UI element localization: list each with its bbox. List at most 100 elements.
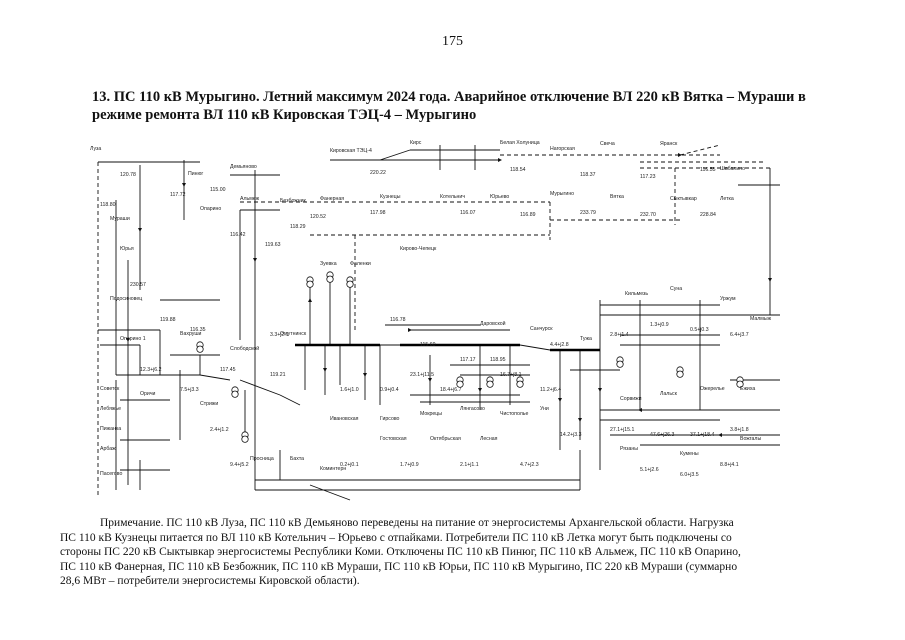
flow-value-label: 118.54: [510, 167, 526, 173]
substation-label: Просница: [250, 456, 274, 462]
flow-value-label: 118.29: [290, 224, 306, 230]
flow-value-label: 117.98: [370, 210, 386, 216]
substation-label: Даровской: [480, 320, 506, 327]
substation-label: Уржум: [720, 296, 736, 302]
substation-label: Лянгасово: [460, 406, 485, 412]
flow-arrow: [498, 158, 502, 162]
substation-label: Фаленки: [350, 261, 371, 267]
flow-value-label: 117.45: [220, 367, 236, 373]
flow-value-label: 16.7+j8.1: [500, 372, 522, 378]
transformer-winding: [456, 380, 464, 388]
transformer-winding: [616, 360, 624, 368]
substation-label: Стрижи: [200, 401, 218, 407]
flow-value-label: 120.52: [310, 214, 326, 220]
grid-schematic-diagram: ЛузаДемьяновоПинюгМурашиЮрьяОпариноАльме…: [90, 140, 780, 501]
transformer-winding: [346, 280, 354, 288]
substation-label: Слободской: [230, 345, 259, 352]
transformer-winding: [196, 345, 204, 353]
substation-label: Зуевка: [320, 261, 337, 267]
flow-arrow: [638, 408, 642, 412]
substation-label: Кирс: [410, 140, 422, 146]
substation-label: Рязаны: [620, 446, 638, 452]
substation-label: Ивановская: [330, 416, 359, 422]
substation-label: Ежиха: [740, 386, 755, 392]
transformer-winding: [516, 380, 524, 388]
flow-value-label: 12.3+j6.2: [140, 367, 162, 373]
flow-arrow: [768, 278, 772, 282]
flow-value-label: 116.89: [520, 212, 536, 218]
substation-label: Безбожник: [280, 198, 307, 204]
flow-arrow: [718, 433, 722, 437]
substation-label: Сыктывкар: [670, 196, 697, 202]
transformer-winding: [306, 280, 314, 288]
transformer-winding: [241, 435, 249, 443]
substation-label: Лебяжье: [100, 406, 121, 412]
line: [519, 344, 551, 351]
flow-value-label: 5.1+j2.6: [640, 467, 659, 473]
line: [239, 379, 281, 396]
flow-value-label: 220.22: [370, 170, 386, 176]
flow-value-label: 47.6+j26.3: [650, 432, 674, 438]
flow-value-label: 1.6+j1.0: [340, 387, 359, 393]
flow-value-label: 6.0+j3.5: [680, 472, 699, 478]
substation-label: Уни: [540, 406, 549, 412]
flow-value-label: 230.57: [130, 282, 146, 288]
flow-value-label: 228.84: [700, 212, 716, 218]
substation-label: Пасегово: [100, 471, 122, 477]
transformer-winding: [231, 390, 239, 398]
line: [309, 484, 351, 501]
flow-value-label: 8.8+j4.1: [720, 462, 739, 468]
substation-label: Юрья: [120, 246, 134, 252]
flow-arrow: [308, 298, 312, 302]
substation-label: Кировская ТЭЦ-4: [330, 148, 372, 154]
substation-label: Кузнецы: [380, 194, 401, 200]
flow-arrow: [558, 398, 562, 402]
substation-label: Опарино 1: [120, 336, 146, 342]
transformer-winding: [326, 275, 334, 283]
flow-value-label: 116.55: [700, 167, 716, 173]
substation-label: Кумены: [680, 451, 699, 457]
flow-value-label: 3.3+j2.1: [270, 332, 289, 338]
flow-arrow: [182, 183, 186, 187]
substation-label: Бахта: [290, 456, 304, 462]
note-line-5: 28,6 МВт – потребители энергосистемы Кир…: [60, 575, 360, 587]
substation-label: Альмеж: [240, 196, 260, 202]
substation-label: Оричи: [140, 391, 156, 397]
substation-label: Советск: [100, 386, 120, 392]
page-number: 175: [442, 34, 463, 49]
schematic-wires: [97, 144, 780, 501]
flow-arrow: [126, 338, 130, 342]
substation-label: Санчурск: [530, 326, 553, 332]
transformer-winding: [736, 380, 744, 388]
substation-label: Подосиновец: [110, 296, 142, 302]
substation-label: Опарино: [200, 206, 221, 212]
substation-label: Мураши: [110, 216, 130, 222]
flow-arrow: [578, 418, 582, 422]
note-line-3: стороны ПС 220 кВ Сыктывкар энергосистем…: [60, 546, 741, 558]
flow-arrow: [323, 368, 327, 372]
flow-value-label: 115.00: [210, 187, 226, 193]
flow-arrow: [598, 388, 602, 392]
substation-label: Сорвижи: [620, 396, 642, 402]
flow-arrow: [363, 373, 367, 377]
flow-arrow: [428, 378, 432, 382]
flow-value-label: 23.1+j11.5: [410, 372, 434, 378]
flow-value-label: 3.8+j1.8: [730, 427, 749, 433]
flow-value-label: 4.4+j2.8: [550, 342, 569, 348]
substation-label: Мокрецы: [420, 411, 442, 417]
substation-label: Арбаж: [100, 446, 116, 452]
flow-value-label: 116.78: [390, 317, 406, 323]
line: [379, 149, 411, 161]
flow-value-label: 11.2+j6.4: [540, 387, 561, 393]
title-line-2: режиме ремонта ВЛ 110 кВ Кировская ТЭЦ-4…: [92, 107, 477, 123]
flow-value-label: 1.3+j0.9: [650, 322, 669, 328]
diagram-note: Примечание. ПС 110 кВ Луза, ПС 110 кВ Де…: [60, 516, 860, 589]
substation-label: Лесная: [480, 436, 498, 442]
flow-value-label: 116.42: [230, 232, 246, 238]
substation-label: Омутнинск: [280, 331, 307, 337]
flow-value-label: 0.9+j0.4: [380, 387, 399, 393]
flow-value-label: 115.60: [420, 342, 436, 348]
flow-arrow: [138, 228, 142, 232]
substation-label: Суна: [670, 286, 682, 292]
flow-value-label: 120.78: [120, 172, 136, 178]
